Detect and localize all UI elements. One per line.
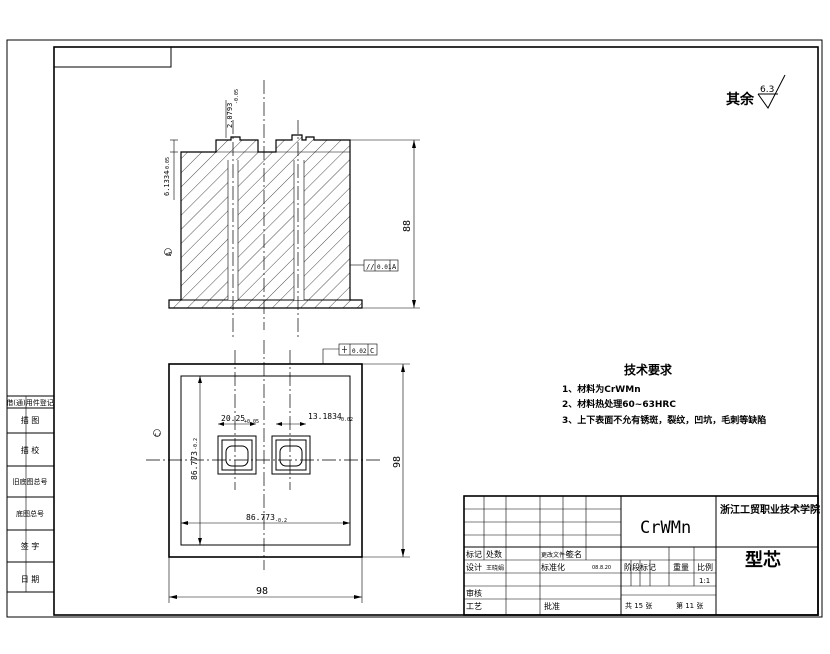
tech-requirements: 技术要求 1、材料为CrWMn 2、材料热处理60~63HRC 3、上下表面不允…	[562, 362, 766, 426]
dim-step: 6.1334	[163, 171, 171, 196]
hdr-change: 更改文件号	[541, 551, 571, 559]
part-name: 型芯	[745, 549, 781, 571]
outer-square	[168, 363, 363, 558]
parallel-tol: 0.01	[377, 264, 392, 271]
bottom-view: 0.02 C C 20.25 +0.05 13.1834 -0.02 86.77…	[146, 340, 410, 603]
process-label: 工艺	[466, 602, 482, 611]
total-sheets: 共 15 张	[625, 601, 652, 610]
design-name: 王晓娟	[486, 564, 504, 572]
review-label: 审核	[466, 588, 482, 598]
hdr-sign: 签名	[566, 549, 582, 559]
strip-label-1: 描 图	[21, 415, 40, 425]
date: 08.8.20	[592, 565, 611, 571]
parallel-symbol: //	[366, 263, 374, 271]
dim-hole-w-tol: +0.05	[244, 419, 259, 425]
dim-inner-v-tol: -0.2	[193, 438, 199, 450]
datum-c: C	[154, 433, 162, 437]
tech-req-title: 技术要求	[624, 362, 673, 377]
parallel-ref: A	[392, 263, 397, 271]
dim-inner-h: 86.773	[246, 513, 275, 522]
dim-slot-depth-tol: -0.05	[234, 89, 240, 104]
material: CrWMn	[640, 518, 691, 538]
strip-label-5: 签 字	[21, 541, 40, 551]
design-label: 设计	[466, 562, 482, 572]
tech-req-item-0: 1、材料为CrWMn	[562, 383, 641, 395]
dim-slot-depth: 2.0793	[226, 103, 234, 128]
inner-square	[180, 375, 351, 546]
roughness-symbol: 其余 6.3	[726, 74, 786, 109]
tech-req-item-1: 2、材料热处理60~63HRC	[562, 398, 676, 410]
strip-label-0: 借(通)用件登记	[6, 398, 53, 407]
dim-inner-h-tol: -0.2	[275, 518, 287, 524]
dim-hole-w: 20.25	[221, 414, 245, 423]
strip-label-4: 底图总号	[16, 509, 44, 518]
outer-border	[6, 39, 823, 618]
inner-border	[53, 46, 819, 616]
strip-label-2: 描 校	[21, 445, 40, 455]
hdr-mark: 标记	[466, 549, 482, 559]
stage-label: 阶段标记	[624, 562, 656, 572]
scale-label: 比例	[697, 562, 713, 572]
tech-req-item-2: 3、上下表面不允有锈斑，裂纹，凹坑，毛刺等缺陷	[562, 414, 766, 426]
weight-label: 重量	[673, 562, 689, 572]
dim-outer-h: 98	[256, 586, 268, 597]
top-left-box	[53, 46, 172, 68]
dim-hole-w2-tol: -0.02	[338, 417, 353, 423]
dim-inner-v: 86.773	[190, 451, 199, 480]
strip-label-6: 日 期	[21, 575, 40, 584]
flatness-ref: C	[370, 347, 374, 355]
dim-hole-w2: 13.1834	[308, 412, 342, 421]
sheet-no: 第 11 张	[676, 601, 703, 610]
roughness-value: 6.3	[760, 85, 774, 95]
strip-label-3: 旧底图总号	[13, 477, 48, 486]
scale-value: 1:1	[699, 577, 710, 585]
school-name: 浙江工贸职业技术学院	[720, 503, 820, 516]
dim-outer-v: 98	[392, 456, 403, 468]
title-block: CrWMn 浙江工贸职业技术学院 型芯 标记 处数 更改文件号 签名 设计 王晓…	[463, 495, 820, 616]
hdr-count: 处数	[486, 549, 502, 559]
flatness-tol: 0.02	[352, 348, 367, 355]
dim-height: 88	[402, 220, 413, 232]
left-strip: 借(通)用件登记 描 图 描 校 旧底图总号 底图总号 签 字 日 期	[6, 395, 55, 593]
standard-label: 标准化	[541, 562, 565, 572]
top-view: 88 2.0793 -0.05 6.1334 -0.05 A // 0.01 A	[163, 80, 420, 340]
roughness-label: 其余	[726, 91, 755, 108]
dim-step-tol: -0.05	[165, 157, 171, 172]
datum-a: A	[165, 251, 173, 256]
top-section-body	[168, 134, 363, 309]
approve-label: 批准	[544, 601, 560, 611]
